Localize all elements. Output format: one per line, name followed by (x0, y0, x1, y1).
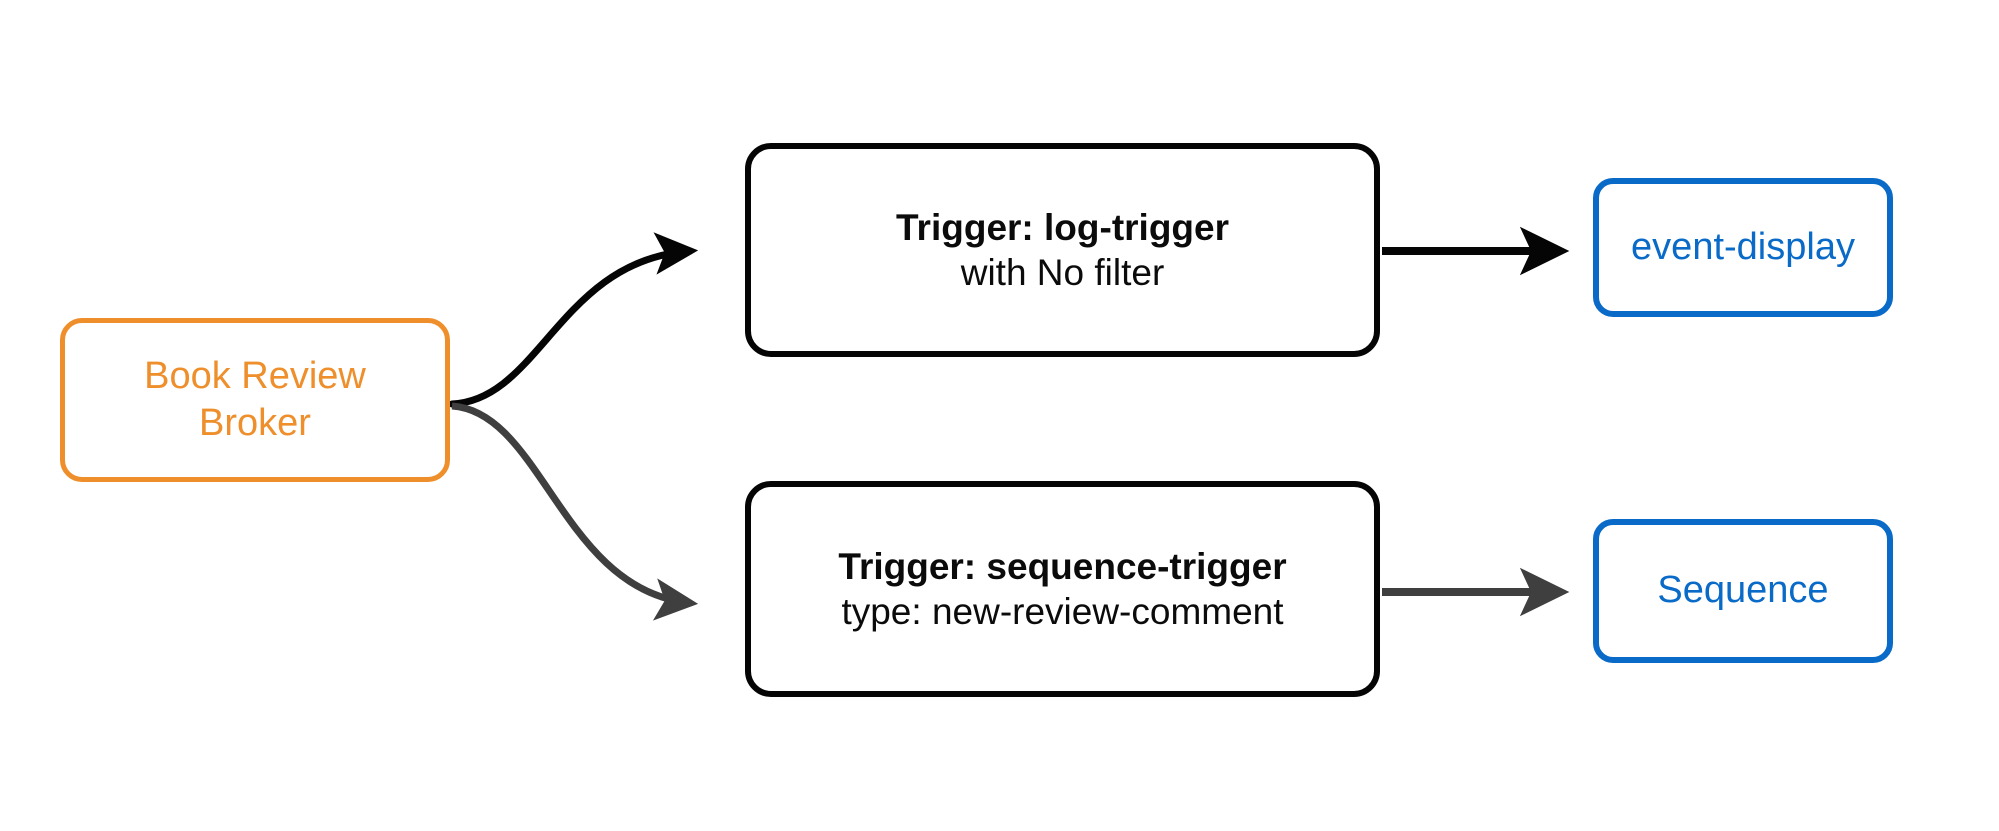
sequence-trigger-title: Trigger: sequence-trigger (838, 545, 1287, 587)
node-sequence-trigger[interactable]: Trigger: sequence-trigger type: new-revi… (745, 481, 1380, 697)
broker-label-line2: Broker (199, 402, 311, 444)
sequence-trigger-subtitle: type: new-review-comment (841, 591, 1284, 632)
edge-broker-to-sequence-trigger (451, 402, 699, 621)
edge-broker-to-log-trigger (448, 232, 699, 408)
log-trigger-title: Trigger: log-trigger (896, 206, 1229, 248)
node-book-review-broker[interactable]: Book Review Broker (60, 318, 450, 482)
node-event-display[interactable]: event-display (1593, 178, 1893, 317)
node-sequence[interactable]: Sequence (1593, 519, 1893, 663)
log-trigger-subtitle: with No filter (960, 252, 1165, 293)
event-display-label: event-display (1631, 225, 1855, 268)
sequence-label: Sequence (1657, 569, 1829, 612)
broker-label-line1: Book Review (144, 354, 366, 397)
node-log-trigger[interactable]: Trigger: log-trigger with No filter (745, 143, 1380, 357)
